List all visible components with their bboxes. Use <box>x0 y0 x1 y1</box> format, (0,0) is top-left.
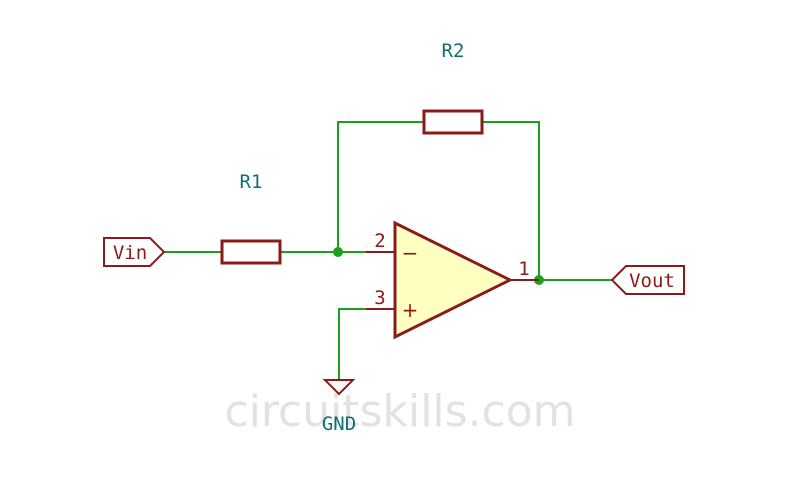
watermark-text: circuitskills.com <box>224 386 575 437</box>
opamp-noninverting-sign: + <box>402 298 419 322</box>
port-vout-shape <box>610 265 685 295</box>
opamp-inverting-sign: − <box>402 241 419 265</box>
opamp-triangle <box>393 220 514 340</box>
wire-feedback-left <box>337 121 424 252</box>
ground-icon <box>322 379 356 396</box>
port-vin-shape <box>103 237 166 267</box>
resistor-r1-label: R1 <box>240 171 263 193</box>
port-vin-label: Vin <box>113 242 147 264</box>
resistor-r1-body <box>220 239 282 265</box>
port-vout: Vout <box>610 265 685 295</box>
opamp-pin1-number: 1 <box>518 258 529 280</box>
opamp-pin3-number: 3 <box>374 287 385 309</box>
port-vout-label: Vout <box>629 270 675 292</box>
resistor-r2: R2 <box>422 40 484 135</box>
wire-noninverting-gnd <box>338 308 395 380</box>
junction-inverting-node <box>333 247 343 257</box>
wire-feedback-right <box>482 121 540 280</box>
opamp-pin2-number: 2 <box>374 230 385 252</box>
ground-label: GND <box>322 413 356 435</box>
resistor-r2-body <box>422 109 484 135</box>
port-vin: Vin <box>103 237 166 267</box>
ground-symbol: GND <box>322 379 356 435</box>
opamp: − + 2 3 1 <box>366 220 539 340</box>
resistor-r2-label: R2 <box>442 40 465 62</box>
resistor-r1: R1 <box>220 171 282 265</box>
